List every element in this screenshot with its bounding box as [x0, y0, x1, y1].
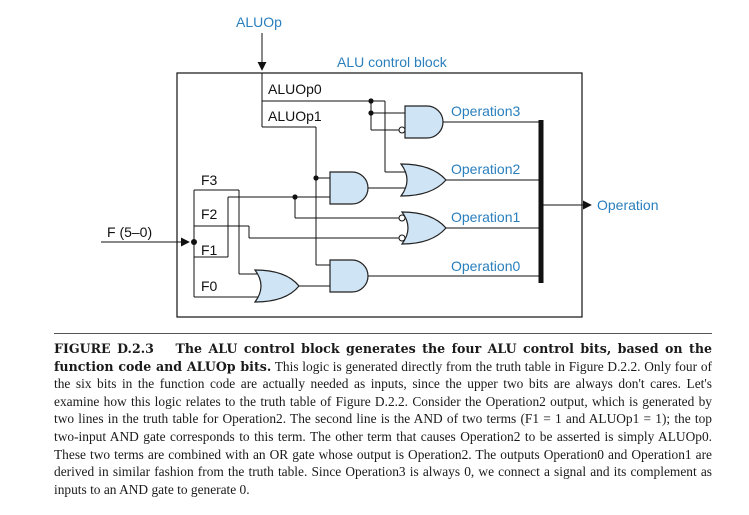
operation1-label: Operation1: [451, 209, 520, 225]
or-gate-operation1: [400, 211, 447, 245]
and-gate-operation3: [404, 105, 444, 139]
aluop-label: ALUOp: [236, 14, 282, 30]
junction-dot: [368, 98, 374, 104]
f3-label: F3: [201, 172, 218, 188]
figure-caption: FIGURE D.2.3 The ALU control block gener…: [54, 333, 712, 498]
junction-dot: [191, 239, 197, 245]
alu-control-diagram: ALUOp ALU control block ALUOp0 ALUOp1 Op…: [101, 14, 658, 318]
f1-label: F1: [201, 242, 218, 258]
junction-dot: [313, 175, 319, 181]
caption-body: This logic is generated directly from th…: [54, 358, 712, 497]
figure-title: The ALU control block generates the four…: [54, 341, 712, 374]
block-title: ALU control block: [337, 54, 448, 70]
operation-output-label: Operation: [597, 197, 658, 213]
f0-label: F0: [201, 278, 218, 294]
operation3-label: Operation3: [451, 103, 520, 119]
and-gate-f1-aluop1: [329, 171, 369, 205]
f-input-label: F (5–0): [107, 224, 152, 240]
figure-number: FIGURE D.2.3: [54, 341, 154, 356]
junction-dot: [292, 194, 298, 200]
or-gate-operation2: [399, 163, 447, 197]
junction-dot: [368, 110, 374, 116]
and-gate-operation0: [329, 259, 369, 293]
alu-control-block: [176, 72, 583, 318]
aluop0-label: ALUOp0: [268, 81, 322, 97]
or-gate-f3-f0: [253, 269, 300, 303]
f2-label: F2: [201, 206, 218, 222]
inverter-bubble: [398, 126, 406, 134]
aluop1-label: ALUOp1: [268, 108, 322, 124]
operation0-label: Operation0: [451, 258, 520, 274]
operation2-label: Operation2: [451, 161, 520, 177]
